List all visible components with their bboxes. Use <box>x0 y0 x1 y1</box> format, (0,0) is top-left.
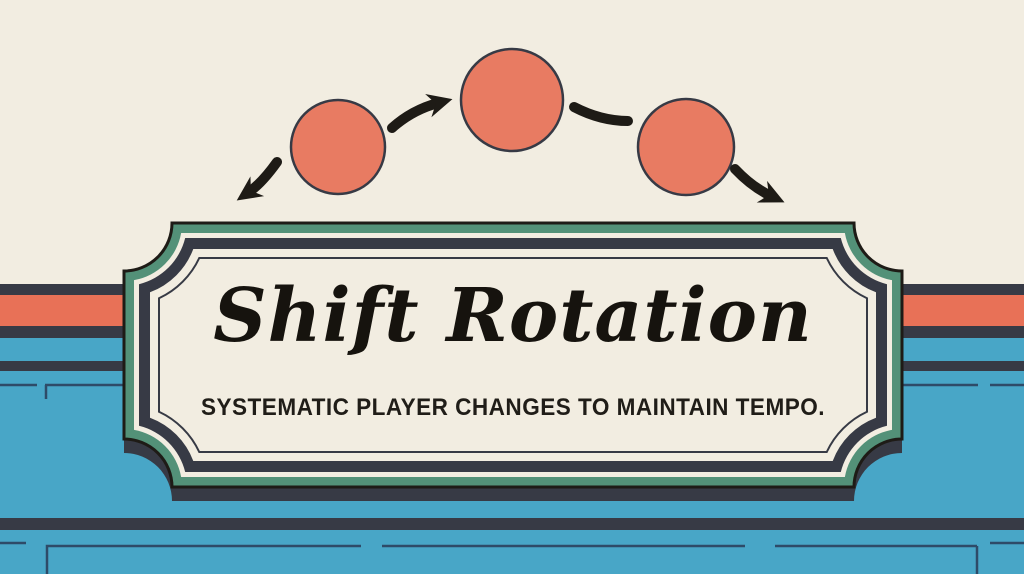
poster-subtitle: SYSTEMATIC PLAYER CHANGES TO MAINTAIN TE… <box>200 394 825 421</box>
player-circle-icon <box>459 47 565 153</box>
player-circle-icon <box>289 98 387 196</box>
rotation-motif <box>236 47 785 203</box>
plaque-inner-line <box>158 257 868 453</box>
poster-title: Shift Rotation <box>213 273 813 359</box>
rotation-arrow-downright-icon <box>730 164 785 203</box>
plaque-face <box>150 249 876 461</box>
rotation-arrow-upright-icon <box>387 94 453 133</box>
baseboard-stripe <box>0 518 1024 530</box>
rotation-arrow-left-icon <box>236 157 282 201</box>
panel-line-upper <box>0 383 1024 399</box>
plaque-frame <box>122 221 904 501</box>
panel-line-lower <box>0 541 1024 574</box>
rotation-arc-dash-icon <box>569 102 633 126</box>
player-circle-icon <box>636 97 736 197</box>
